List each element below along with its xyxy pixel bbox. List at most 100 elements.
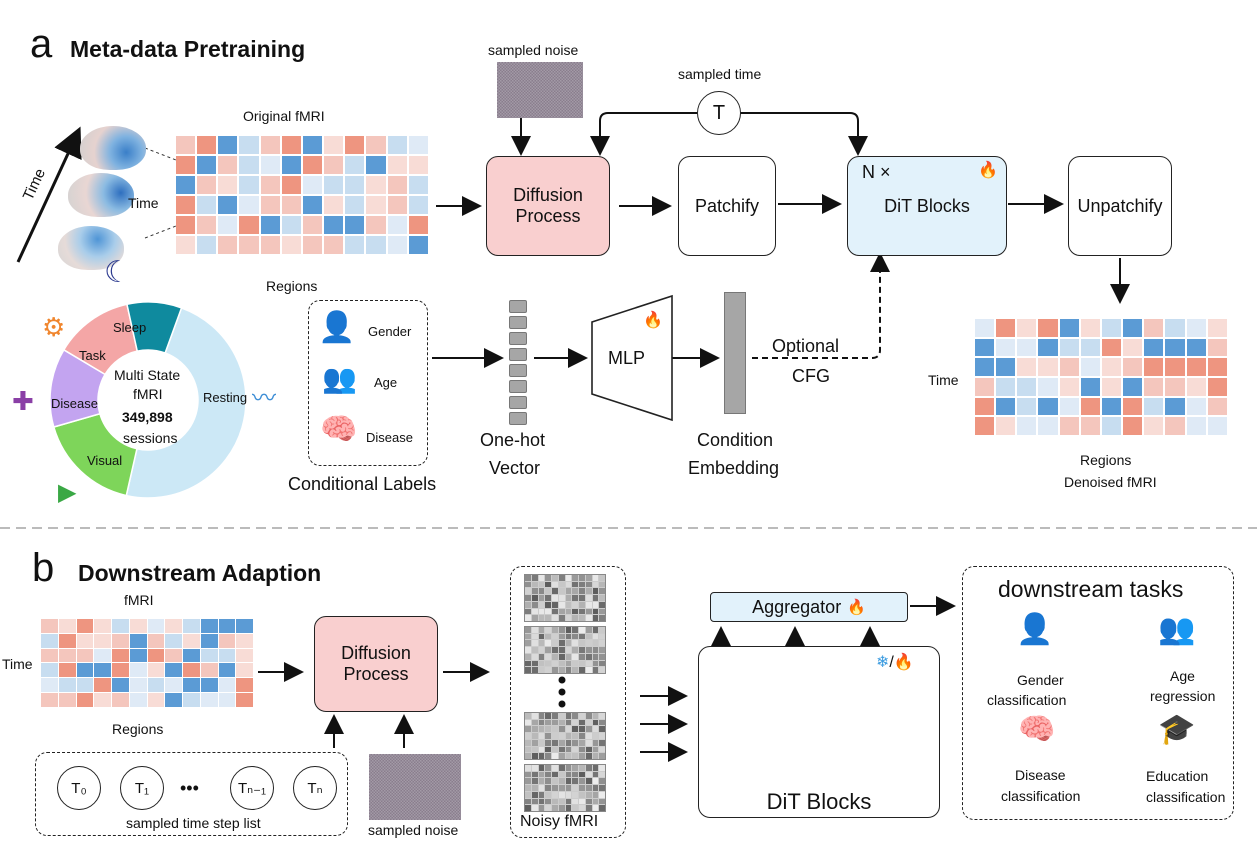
noisy-cell (545, 771, 551, 778)
noisy-cell (538, 798, 545, 805)
noisy-cell (579, 798, 585, 805)
noisy-cell (599, 791, 605, 798)
heatmap-cell (302, 216, 323, 234)
task-head-icon: ⚙ (42, 312, 66, 342)
noisy-cell (531, 667, 538, 673)
noisy-cell (599, 765, 605, 771)
noisy-cell (572, 581, 578, 588)
downstream-tasks-title: downstream tasks (998, 576, 1184, 602)
heatmap-cell (1101, 417, 1122, 435)
noisy-cell (565, 746, 572, 753)
denoised-fmri-label: Denoised fMRI (1064, 474, 1157, 490)
condition-embedding-bar (724, 292, 746, 414)
heatmap-cell (1101, 338, 1122, 357)
heatmap-cell (76, 619, 94, 633)
noisy-cell (592, 805, 599, 811)
noisy-cell (558, 778, 565, 785)
noisy-cell (552, 765, 558, 771)
task-age-line1: Age (1170, 668, 1195, 684)
heatmap-cell (41, 619, 58, 633)
heatmap-cell (1123, 397, 1143, 416)
dit-prefix-label: N × (862, 162, 891, 182)
noisy-cell (525, 608, 531, 615)
heatmap-cell (387, 136, 407, 154)
one-hot-cell (509, 396, 527, 409)
heatmap-cell (260, 176, 280, 194)
noisy-cell (545, 719, 551, 726)
noisy-cell (538, 627, 545, 633)
one-hot-cell (509, 380, 527, 393)
heatmap-cell (1017, 417, 1037, 435)
heatmap-cell (94, 648, 111, 663)
one-hot-label-2: Vector (489, 458, 541, 478)
noisy-cell (572, 785, 578, 791)
timestep-t0: T₀ (57, 766, 101, 810)
heatmap-cell (129, 633, 147, 648)
noisy-cell (585, 733, 592, 739)
noisy-cell (585, 588, 592, 595)
noisy-cell (558, 647, 565, 653)
dit-blocks-label-b: DiT Blocks (766, 789, 872, 814)
noisy-cell (599, 647, 605, 653)
noisy-cell (599, 726, 605, 733)
noisy-cell (552, 581, 558, 588)
noisy-cell (558, 640, 565, 647)
heatmap-cell (1080, 319, 1100, 337)
noisy-cell (525, 601, 531, 608)
disease-brain-icon: ✚ (12, 386, 34, 416)
noisy-cell (538, 713, 545, 719)
heatmap-cell (1038, 338, 1058, 357)
donut-label-sleep: Sleep (113, 320, 147, 335)
heatmap-cell (236, 633, 253, 648)
heatmap-cell (324, 196, 344, 214)
noisy-cell (538, 660, 545, 667)
denoised-fmri-heatmap (975, 319, 1227, 435)
noisy-cell (552, 753, 558, 759)
panel-b-title: Downstream Adaption (78, 560, 322, 586)
noisy-cell (545, 627, 551, 633)
heatmap-cell (1101, 377, 1122, 396)
heatmap-cell (1059, 319, 1079, 337)
noisy-cell (558, 575, 565, 581)
noisy-cell (531, 575, 538, 581)
noisy-cell (579, 733, 585, 739)
heatmap-cell (1144, 319, 1164, 337)
heatmap-cell (260, 156, 280, 174)
heatmap-cell (260, 216, 280, 234)
visual-media-icon: ▶ (58, 479, 77, 506)
noisy-cell (552, 726, 558, 733)
heatmap-cell (236, 693, 253, 707)
heatmap-cell (281, 136, 301, 154)
noisy-cell (572, 746, 578, 753)
noisy-cell (585, 615, 592, 621)
noisy-cell (525, 647, 531, 653)
noisy-cell (538, 805, 545, 811)
noisy-cell (525, 588, 531, 595)
downstream-tasks-box (962, 566, 1234, 820)
panel-a-letter: a (30, 22, 53, 66)
noisy-fmri-grid-3 (524, 712, 606, 760)
heatmap-cell (41, 663, 58, 678)
noisy-cell (572, 739, 578, 746)
noisy-cell (538, 785, 545, 791)
heatmap-cell (324, 176, 344, 194)
noisy-cell (572, 726, 578, 733)
frozen-finetune-icon: ❄/🔥 (876, 654, 914, 671)
noisy-cell (552, 647, 558, 653)
noisy-cell (531, 653, 538, 660)
heatmap-cell (408, 156, 428, 174)
mlp-fire-icon: 🔥 (643, 312, 663, 329)
heatmap-cell (345, 136, 365, 154)
disease-label: Disease (366, 430, 413, 445)
noisy-cell (565, 791, 572, 798)
heatmap-cell (41, 648, 58, 663)
noisy-cell (558, 746, 565, 753)
noisy-cell (565, 778, 572, 785)
noisy-cell (579, 726, 585, 733)
noisy-cell (592, 627, 599, 633)
heatmap-cell (1207, 377, 1227, 396)
aggregator-box: Aggregator 🔥 (710, 592, 908, 622)
heatmap-cell (165, 619, 182, 633)
noisy-cell (531, 785, 538, 791)
heatmap-cell (1038, 397, 1058, 416)
